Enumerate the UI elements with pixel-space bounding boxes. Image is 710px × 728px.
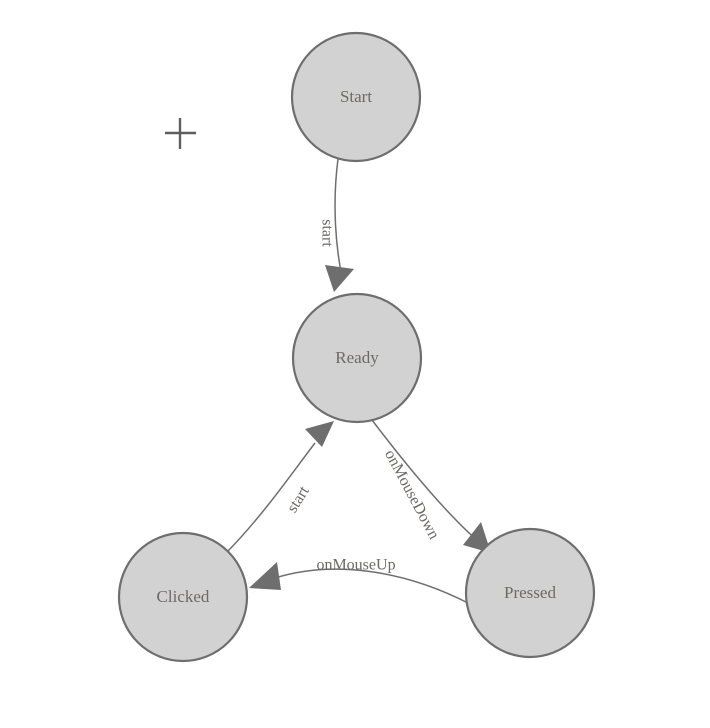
edge-label-start-to-ready: start bbox=[318, 219, 335, 247]
edge-path-ready-to-pressed[interactable] bbox=[371, 419, 481, 544]
crosshair-icon[interactable] bbox=[165, 118, 196, 149]
node-circle-ready[interactable] bbox=[291, 292, 423, 424]
node-circle-clicked[interactable] bbox=[117, 531, 249, 663]
arrowhead-pressed-to-clicked bbox=[249, 562, 281, 590]
node-circle-pressed[interactable] bbox=[464, 527, 596, 659]
edge-path-start-to-ready[interactable] bbox=[334, 158, 343, 278]
node-label-pressed: Pressed bbox=[504, 583, 556, 602]
node-label-start: Start bbox=[340, 87, 372, 106]
node-circle-start[interactable] bbox=[290, 31, 422, 163]
edge-path-pressed-to-clicked[interactable] bbox=[274, 568, 471, 605]
edge-ready-to-pressed[interactable]: onMouseDown bbox=[371, 419, 491, 553]
edge-clicked-to-ready[interactable]: start bbox=[227, 421, 334, 552]
arrowhead-start-to-ready bbox=[325, 265, 354, 292]
node-start[interactable]: Start bbox=[290, 31, 422, 163]
node-clicked[interactable]: Clicked bbox=[117, 531, 249, 663]
node-label-ready: Ready bbox=[335, 348, 379, 367]
node-layer: Start Ready Clicked Pressed bbox=[117, 31, 596, 663]
arrowhead-ready-to-pressed bbox=[463, 522, 491, 553]
edge-layer: start onMouseDown onMouseUp start bbox=[227, 158, 491, 605]
edge-label-clicked-to-ready: start bbox=[284, 483, 313, 516]
edge-path-clicked-to-ready[interactable] bbox=[227, 442, 316, 552]
edge-start-to-ready[interactable]: start bbox=[318, 158, 354, 292]
node-label-clicked: Clicked bbox=[157, 587, 210, 606]
node-pressed[interactable]: Pressed bbox=[464, 527, 596, 659]
node-ready[interactable]: Ready bbox=[291, 292, 423, 424]
arrowhead-clicked-to-ready bbox=[305, 421, 334, 447]
edge-pressed-to-clicked[interactable]: onMouseUp bbox=[249, 557, 471, 605]
edge-label-pressed-to-clicked: onMouseUp bbox=[316, 557, 395, 574]
